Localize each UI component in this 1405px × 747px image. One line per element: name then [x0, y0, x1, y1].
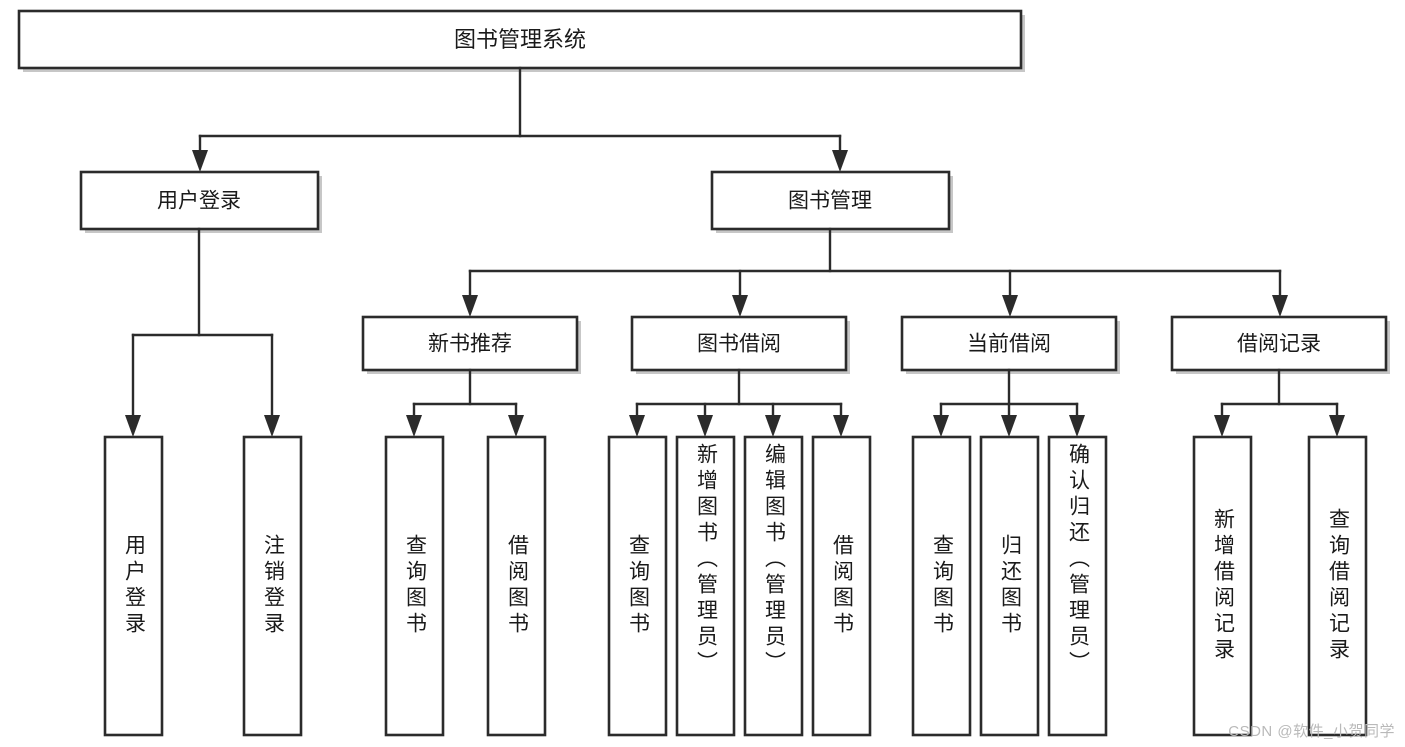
arrow-leaf-current-borrow-0	[933, 415, 949, 437]
leaf-box-book-borrow-1[interactable]	[675, 435, 736, 737]
leaf-box-book-borrow-2[interactable]	[743, 435, 804, 737]
leaf-node-user-login-0[interactable]	[103, 435, 164, 737]
leaf-box-new-book-1[interactable]	[486, 435, 547, 737]
arrow-leaf-book-borrow-1	[697, 415, 713, 437]
current-borrow-label: 当前借阅	[967, 333, 1051, 356]
borrow-record-box[interactable]	[1170, 315, 1388, 372]
arrow-to-new-book	[462, 295, 478, 317]
arrow-to-book-borrow	[732, 295, 748, 317]
root-label: 图书管理系统	[454, 27, 586, 52]
edge-user-login-to-leaves	[125, 227, 280, 437]
node-new-book-recommend[interactable]: 新书推荐	[361, 315, 581, 374]
leaf-box-current-borrow-1[interactable]	[979, 435, 1040, 737]
arrow-leaf-borrow-record-0	[1214, 415, 1230, 437]
leaf-node-new-book-1[interactable]	[486, 435, 547, 737]
leaf-node-current-borrow-1[interactable]	[979, 435, 1040, 737]
leaf-box-user-login-0[interactable]	[103, 435, 164, 737]
edge-current-borrow-to-leaves	[933, 368, 1085, 437]
leaf-node-book-borrow-3[interactable]	[811, 435, 872, 737]
leaf-node-user-login-1[interactable]	[242, 435, 303, 737]
borrow-record-label: 借阅记录	[1237, 333, 1321, 356]
arrow-leaf-user-login-1	[264, 415, 280, 437]
arrow-to-borrow-record	[1272, 295, 1288, 317]
leaf-node-book-borrow-1[interactable]	[675, 435, 736, 737]
node-current-borrow[interactable]: 当前借阅	[900, 315, 1120, 374]
leaf-node-borrow-record-1[interactable]	[1307, 435, 1368, 737]
leaf-node-book-borrow-0[interactable]	[607, 435, 668, 737]
arrow-leaf-new-book-1	[508, 415, 524, 437]
arrow-leaf-user-login-0	[125, 415, 141, 437]
arrow-to-book-manage	[832, 150, 848, 172]
leaf-box-book-borrow-0[interactable]	[607, 435, 668, 737]
leaf-node-current-borrow-2[interactable]	[1047, 435, 1108, 737]
leaf-box-current-borrow-0[interactable]	[911, 435, 972, 737]
edge-root-to-level2	[192, 66, 848, 172]
leaf-box-borrow-record-1[interactable]	[1307, 435, 1368, 737]
arrow-leaf-book-borrow-0	[629, 415, 645, 437]
leaf-node-new-book-0[interactable]	[384, 435, 445, 737]
new-book-box[interactable]	[361, 315, 579, 372]
arrow-leaf-current-borrow-2	[1069, 415, 1085, 437]
edge-book-borrow-to-leaves	[629, 368, 849, 437]
edge-new-book-to-leaves	[406, 368, 524, 437]
leaf-node-borrow-record-0[interactable]	[1192, 435, 1253, 737]
user-login-label: 用户登录	[157, 190, 241, 213]
book-borrow-label: 图书借阅	[697, 333, 781, 356]
leaf-box-new-book-0[interactable]	[384, 435, 445, 737]
arrow-leaf-new-book-0	[406, 415, 422, 437]
leaf-box-user-login-1[interactable]	[242, 435, 303, 737]
book-manage-label: 图书管理	[788, 190, 872, 213]
node-user-login[interactable]: 用户登录	[79, 170, 322, 233]
arrow-to-current-borrow	[1002, 295, 1018, 317]
arrow-to-user-login	[192, 150, 208, 172]
node-book-borrow[interactable]: 图书借阅	[630, 315, 850, 374]
arrow-leaf-book-borrow-3	[833, 415, 849, 437]
arrow-leaf-book-borrow-2	[765, 415, 781, 437]
node-book-manage[interactable]: 图书管理	[710, 170, 953, 233]
leaf-box-current-borrow-2[interactable]	[1047, 435, 1108, 737]
new-book-label: 新书推荐	[428, 333, 512, 356]
arrow-leaf-current-borrow-1	[1001, 415, 1017, 437]
current-borrow-box[interactable]	[900, 315, 1118, 372]
user-login-box[interactable]	[79, 170, 320, 231]
node-borrow-record[interactable]: 借阅记录	[1170, 315, 1390, 374]
edge-borrow-record-to-leaves	[1214, 368, 1345, 437]
leaf-box-borrow-record-0[interactable]	[1192, 435, 1253, 737]
leaf-node-current-borrow-0[interactable]	[911, 435, 972, 737]
leaf-node-book-borrow-2[interactable]	[743, 435, 804, 737]
edge-book-manage-to-level3	[462, 227, 1288, 317]
leaf-box-book-borrow-3[interactable]	[811, 435, 872, 737]
node-root[interactable]: 图书管理系统	[17, 9, 1025, 72]
root-box[interactable]	[17, 9, 1023, 70]
arrow-leaf-borrow-record-1	[1329, 415, 1345, 437]
